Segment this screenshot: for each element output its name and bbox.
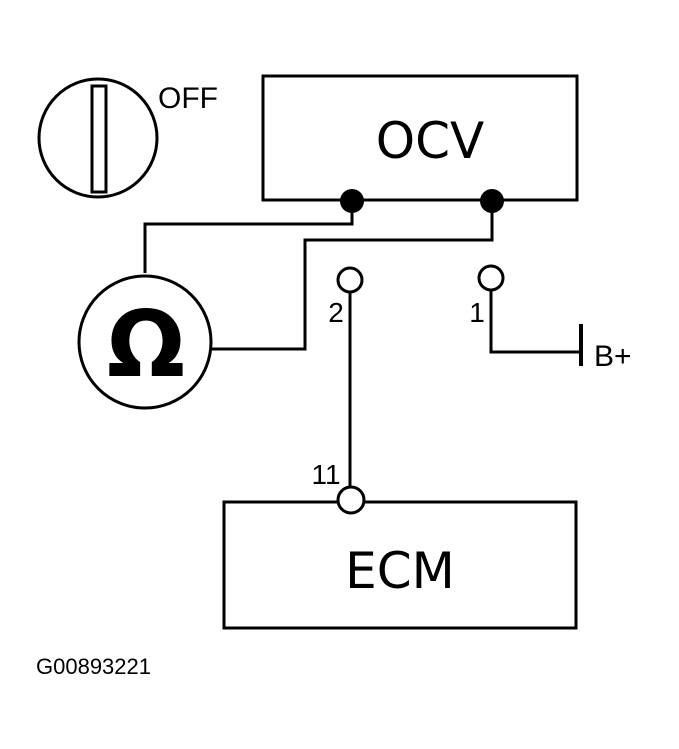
pin-2-terminal (336, 266, 364, 294)
wire-ocv-to-ohmmeter-right (210, 212, 494, 351)
pin-2-label: 2 (328, 297, 344, 328)
wire-ocv-to-ohmmeter-top (143, 212, 354, 273)
switch-off-label: OFF (158, 82, 218, 115)
ecm-box (222, 500, 578, 630)
ocv-terminal-right (480, 189, 504, 213)
ocv-label: OCV (376, 112, 484, 170)
wires (143, 212, 580, 487)
ocv-box (261, 74, 579, 202)
pin-11-label: 11 (311, 459, 340, 490)
wire-pin1-to-battery (489, 290, 580, 354)
pin-1-label: 1 (469, 297, 485, 328)
ohmmeter-icon (77, 274, 213, 410)
pin-11-terminal (336, 485, 366, 515)
ignition-switch-icon (37, 77, 159, 199)
pin-1-terminal (477, 264, 505, 292)
ocv-terminal-left (340, 189, 364, 213)
ohm-symbol: Ω (107, 291, 185, 398)
ecm-label: ECM (345, 542, 455, 600)
figure-id: G00893221 (36, 654, 151, 679)
battery-label: B+ (594, 340, 632, 373)
